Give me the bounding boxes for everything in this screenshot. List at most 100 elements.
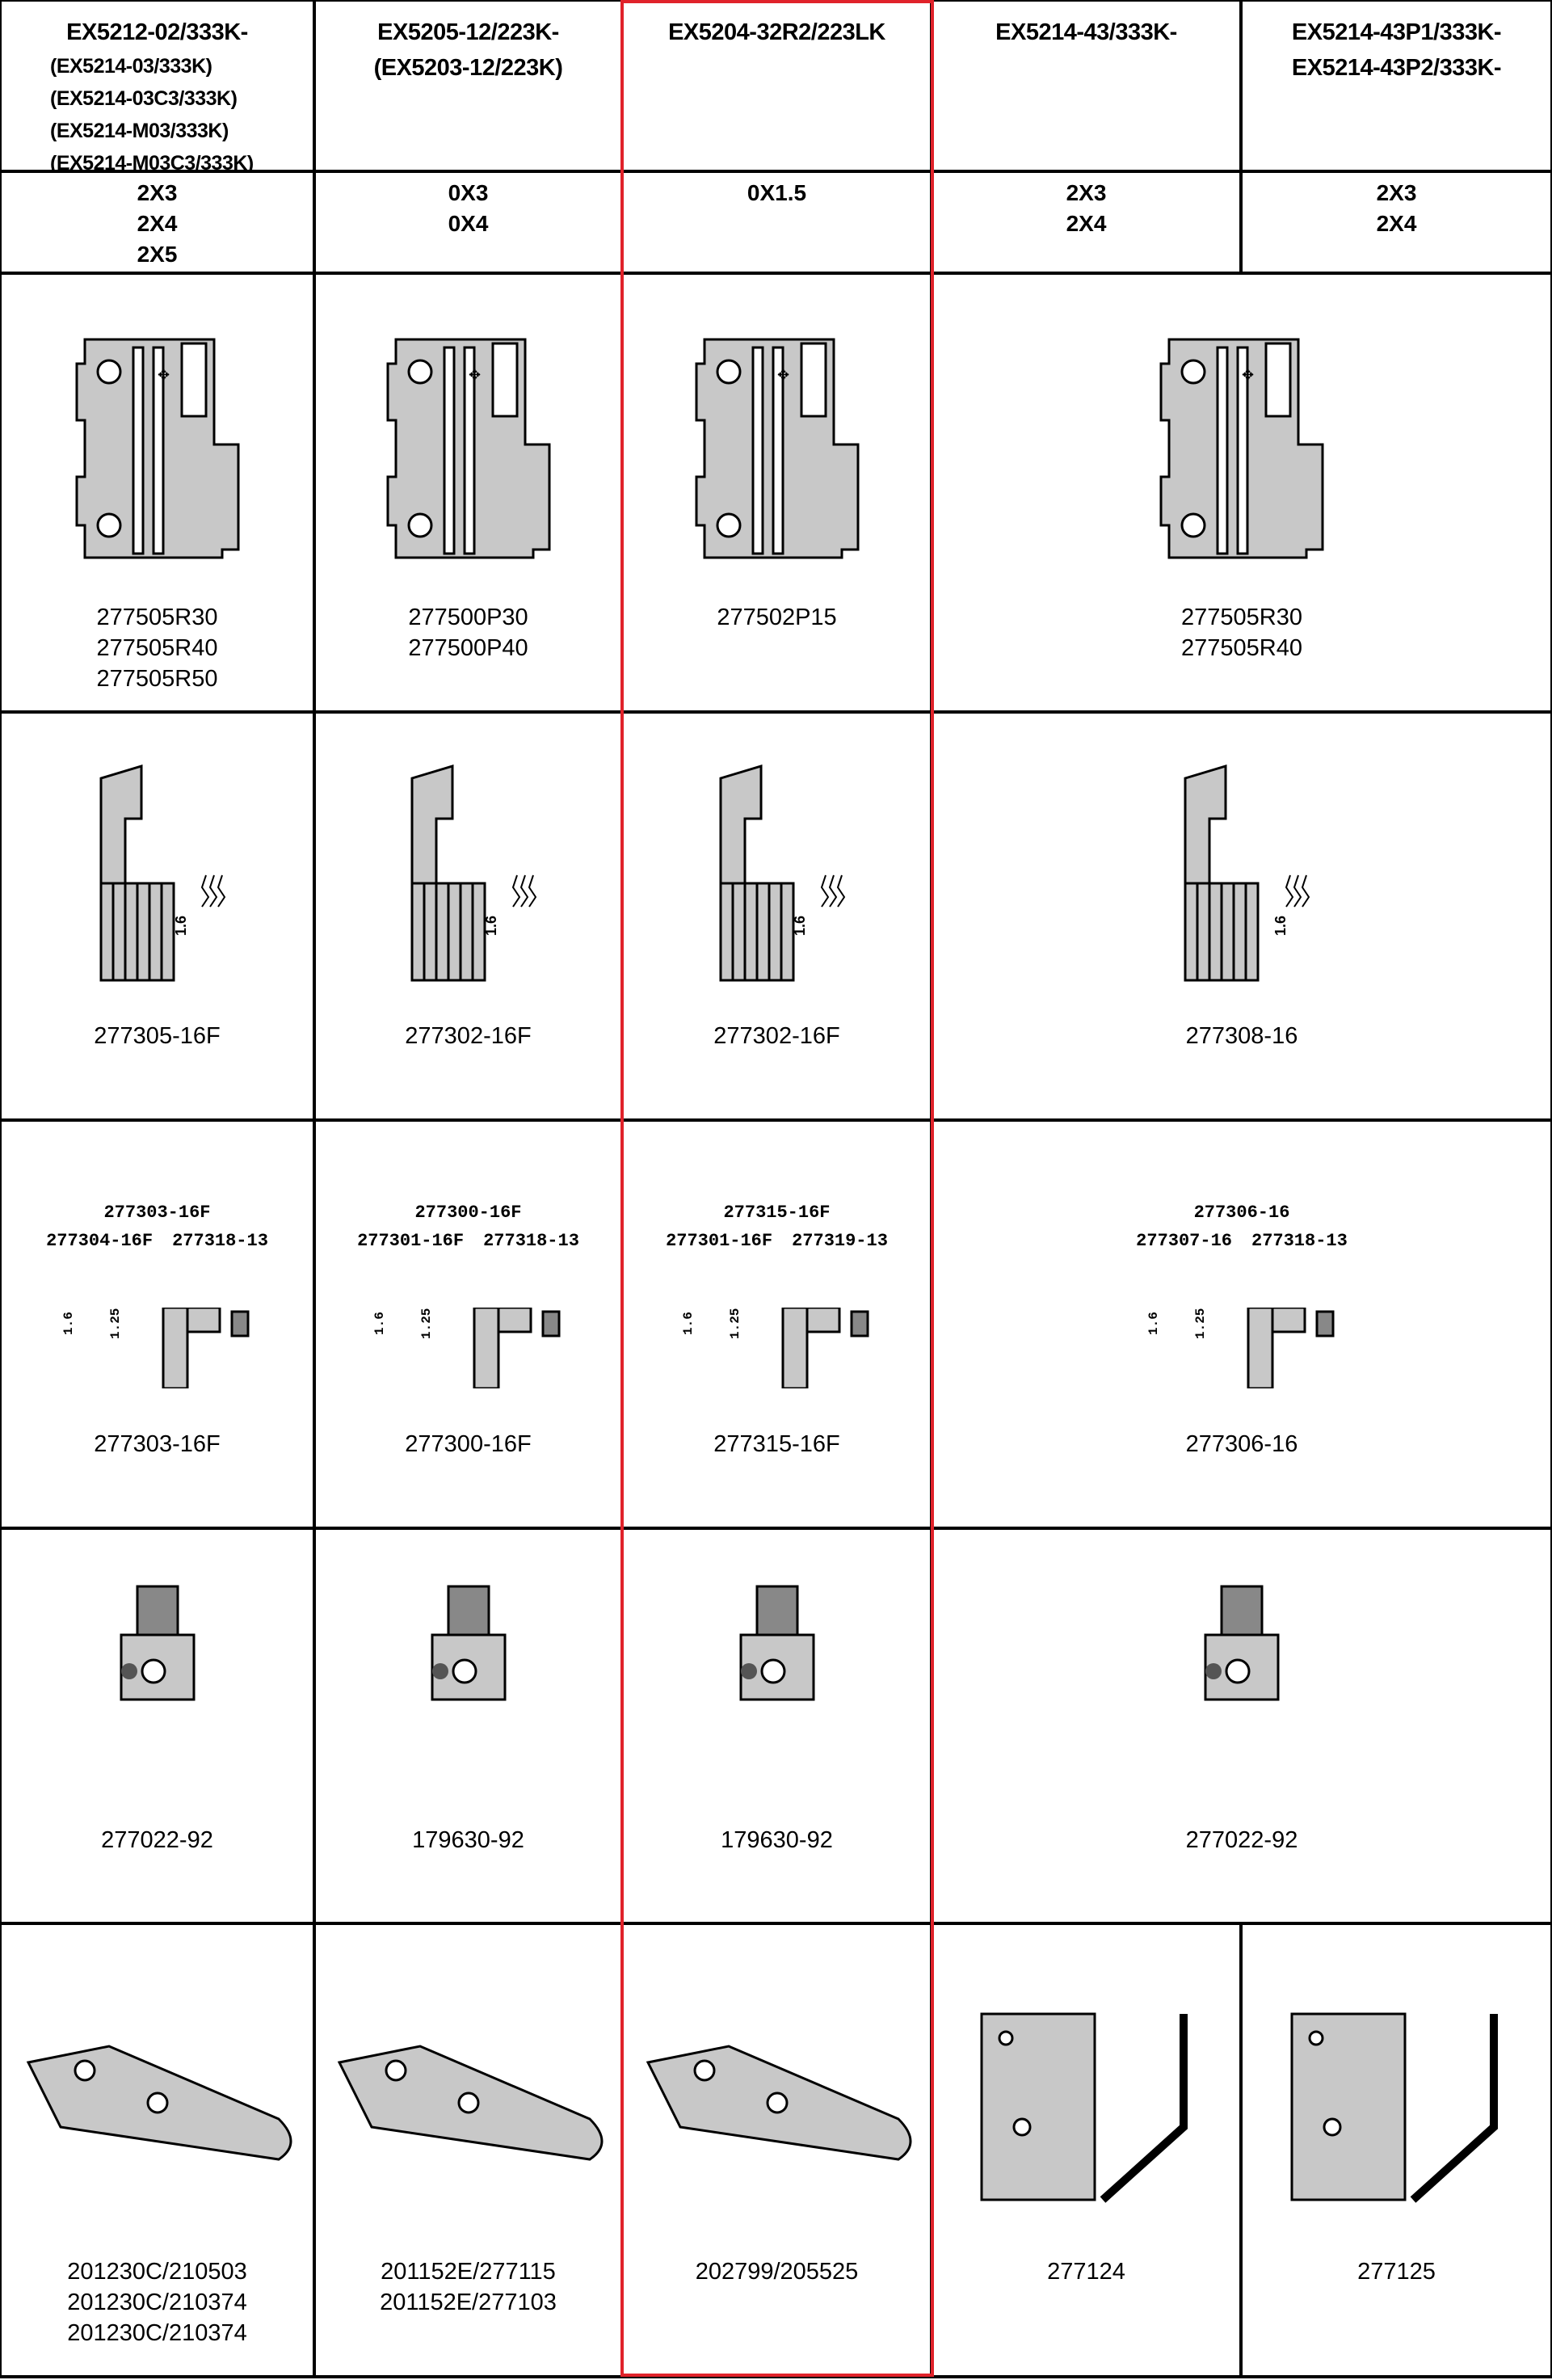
stitch-size-cell: 0X1.5 bbox=[620, 170, 933, 275]
part-number: 277505R50 bbox=[96, 666, 218, 692]
model-variant: (EX5214-M03/333K) bbox=[50, 120, 229, 142]
part-number: 277505R40 bbox=[1181, 635, 1302, 661]
needle-plate-drawing: ✥ bbox=[695, 338, 859, 559]
needle-clamp-drawing bbox=[739, 1585, 814, 1701]
part-number: 277500P30 bbox=[408, 604, 528, 630]
needle-clamp-cell: 277022-92 bbox=[930, 1527, 1552, 1925]
component-number: 277318-13 bbox=[172, 1231, 268, 1251]
needle-plate-cell: ✥277502P15 bbox=[620, 272, 933, 714]
model-variant: (EX5203-12/223K) bbox=[373, 55, 563, 81]
feed-dog-drawing bbox=[410, 764, 536, 982]
part-numbers: 277124 bbox=[933, 2256, 1239, 2287]
part-number: 277305-16F bbox=[94, 1023, 221, 1049]
needle-clamp-drawing bbox=[120, 1585, 195, 1701]
part-numbers: 277302-16F bbox=[624, 1021, 930, 1051]
set-number: 277306-16 bbox=[1193, 1203, 1290, 1223]
presser-foot-cell: 277125 bbox=[1239, 1922, 1552, 2378]
gauge-label: 1.6 bbox=[483, 916, 500, 937]
part-number: 277303-16F bbox=[94, 1431, 221, 1457]
part-numbers: 277125 bbox=[1243, 2256, 1550, 2287]
model-header-cell: EX5214-43P1/333K-EX5214-43P2/333K- bbox=[1239, 0, 1552, 173]
part-number: 179630-92 bbox=[721, 1827, 833, 1853]
part-number: 277124 bbox=[1047, 2259, 1125, 2285]
part-number: 277308-16 bbox=[1185, 1023, 1298, 1049]
stitch-size: 2X4 bbox=[137, 211, 178, 236]
svg-text:✥: ✥ bbox=[158, 367, 170, 383]
model-name: EX5212-02/333K- bbox=[66, 19, 248, 45]
part-number: 202799/205525 bbox=[695, 2259, 859, 2285]
part-number: 277306-16 bbox=[1185, 1431, 1298, 1457]
part-number: 277505R30 bbox=[1181, 604, 1302, 630]
stitch-size: 2X4 bbox=[1066, 211, 1107, 236]
feed-dog-set-drawing bbox=[473, 1308, 561, 1388]
part-numbers: 277022-92 bbox=[933, 1825, 1550, 1856]
part-numbers: 201152E/277115 201152E/277103 bbox=[316, 2256, 620, 2318]
model-variant: (EX5214-03C3/333K) bbox=[50, 87, 238, 110]
part-number: 201230C/210374 bbox=[67, 2320, 247, 2346]
gauge-label: 1.25 bbox=[728, 1308, 743, 1340]
needle-clamp-cell: 179630-92 bbox=[620, 1527, 933, 1925]
gauge-label: 1.25 bbox=[1193, 1308, 1208, 1340]
gauge-label: 1.6 bbox=[792, 916, 809, 937]
part-numbers: 179630-92 bbox=[316, 1825, 620, 1856]
part-number: 201230C/210374 bbox=[67, 2289, 247, 2315]
gauge-label: 1.25 bbox=[108, 1308, 124, 1340]
part-number: 277505R30 bbox=[96, 604, 218, 630]
part-numbers: 277022-92 bbox=[2, 1825, 313, 1856]
feed-dog-set-drawing bbox=[162, 1308, 250, 1388]
gauge-label: 1.6 bbox=[61, 1312, 77, 1336]
component-number: 277318-13 bbox=[1251, 1231, 1348, 1251]
part-number: 201152E/277103 bbox=[380, 2289, 557, 2315]
model-name: EX5205-12/223K- bbox=[377, 19, 559, 45]
part-numbers: 277315-16F bbox=[624, 1429, 930, 1460]
feed-dog-set-drawing bbox=[1247, 1308, 1335, 1388]
part-number: 201230C/210503 bbox=[67, 2259, 247, 2285]
model-header-cell: EX5212-02/333K-(EX5214-03/333K)(EX5214-0… bbox=[0, 0, 316, 175]
stitch-size: 2X3 bbox=[1066, 180, 1107, 205]
part-number: 277302-16F bbox=[405, 1023, 532, 1049]
part-numbers: 277303-16F bbox=[2, 1429, 313, 1460]
svg-text:✥: ✥ bbox=[469, 367, 481, 383]
stitch-size: 0X1.5 bbox=[747, 180, 807, 205]
needle-plate-drawing: ✥ bbox=[75, 338, 239, 559]
set-number: 277315-16F bbox=[723, 1203, 831, 1223]
feed-dog-cell: 277302-16F 1.6 bbox=[620, 710, 933, 1122]
gauge-label: 1.6 bbox=[681, 1312, 696, 1336]
component-number: 277318-13 bbox=[483, 1231, 579, 1251]
part-numbers: 277308-16 bbox=[933, 1021, 1550, 1051]
component-number: 277301-16F bbox=[357, 1231, 465, 1251]
model-name: EX5204-32R2/223LK bbox=[668, 19, 885, 45]
presser-foot-drawing bbox=[980, 2012, 1188, 2203]
stitch-size: 2X3 bbox=[1376, 180, 1417, 205]
presser-foot-drawing bbox=[26, 2045, 292, 2161]
feed-dog-drawing bbox=[1184, 764, 1310, 982]
stitch-size: 0X3 bbox=[448, 180, 489, 205]
part-numbers: 179630-92 bbox=[624, 1825, 930, 1856]
part-numbers: 277300-16F bbox=[316, 1429, 620, 1460]
stitch-size: 2X5 bbox=[137, 242, 178, 267]
part-numbers: 202799/205525 bbox=[624, 2256, 930, 2287]
gauge-label: 1.6 bbox=[172, 916, 189, 937]
part-number: 277315-16F bbox=[713, 1431, 840, 1457]
stitch-size: 2X3 bbox=[137, 180, 178, 205]
presser-foot-cell: 201230C/210503 201230C/210374 201230C/2103… bbox=[0, 1922, 316, 2378]
component-number: 277307-16 bbox=[1136, 1231, 1232, 1251]
model-name: EX5214-43P1/333K- bbox=[1291, 19, 1502, 45]
component-number: 277304-16F bbox=[46, 1231, 154, 1251]
model-name: EX5214-43/333K- bbox=[995, 19, 1177, 45]
part-number: 201152E/277115 bbox=[381, 2259, 556, 2285]
